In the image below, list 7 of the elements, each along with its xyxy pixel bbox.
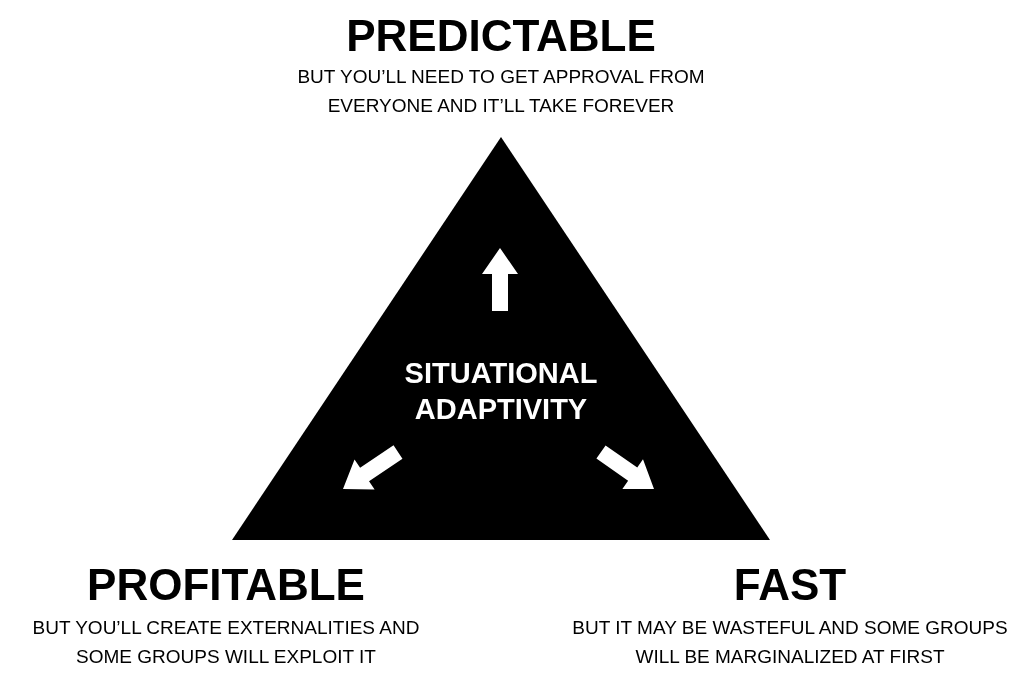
heading: PREDICTABLE <box>345 12 657 60</box>
center-label: SITUATIONAL ADAPTIVITY <box>403 356 599 427</box>
heading: PROFITABLE <box>86 561 366 609</box>
description: BUT IT MAY BE WASTEFUL AND SOME GROUPS WILL BE MARGINALIZED AT FIRST <box>571 616 1009 669</box>
heading: FAST <box>732 561 848 609</box>
description: BUT YOU’LL NEED TO GET APPROVAL FROM EVERYONE AND IT’LL TAKE FOREVER <box>296 65 706 118</box>
description: BUT YOU’LL CREATE EXTERNALITIES AND SOME GROUPS WILL EXPLOIT IT <box>31 616 421 669</box>
